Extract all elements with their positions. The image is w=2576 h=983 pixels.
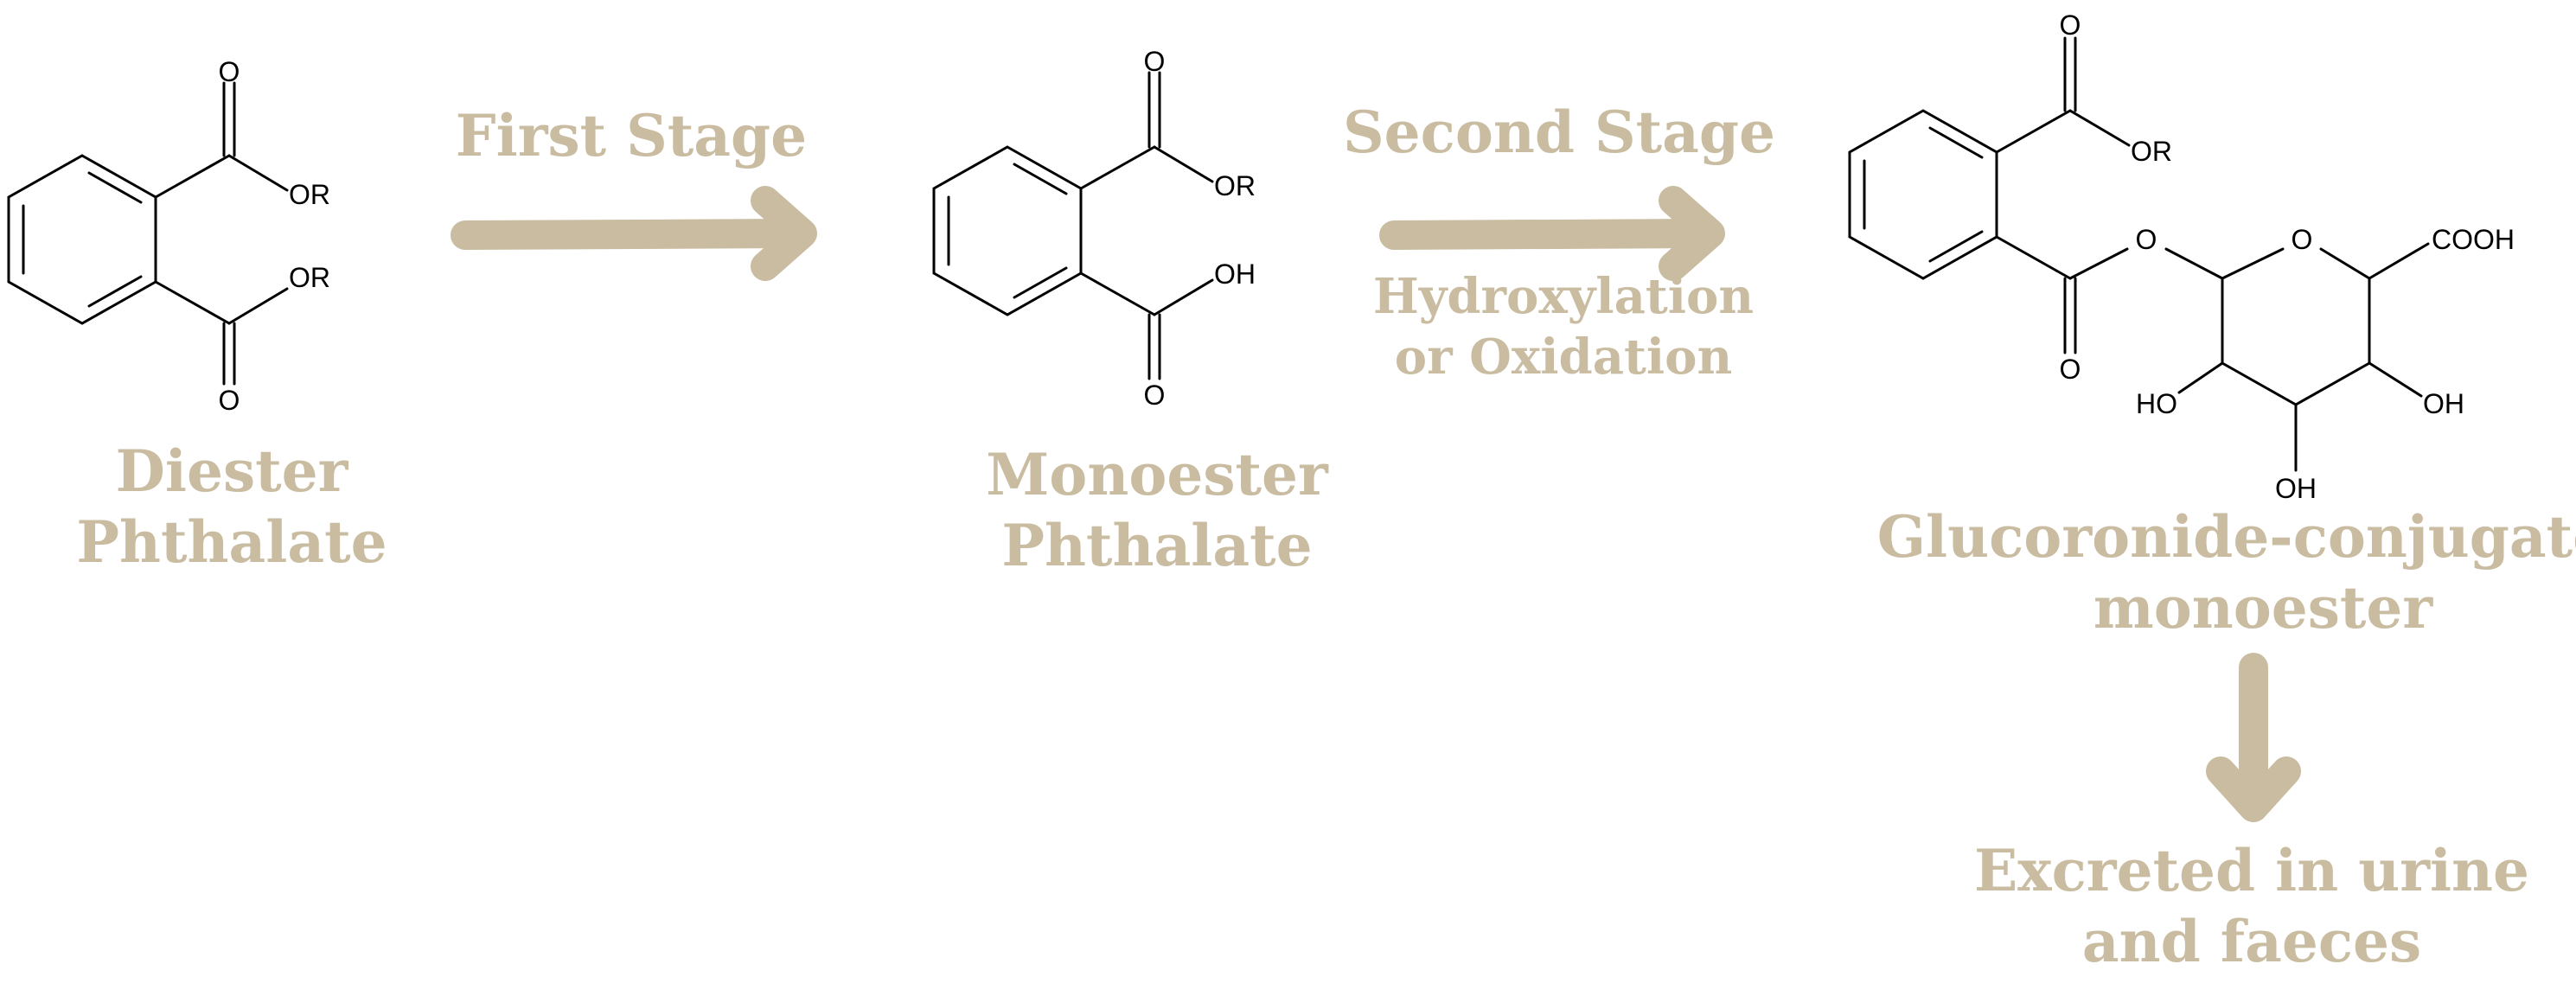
glucuronide-or: OR bbox=[2131, 136, 2172, 167]
monoester-oh: OH bbox=[1214, 259, 1256, 290]
monoester-structure: O OR OH O bbox=[932, 46, 1256, 411]
diester-oxygen-top: O bbox=[219, 56, 240, 87]
second-stage-sub-line1: Hydroxylation bbox=[1373, 268, 1754, 325]
excretion-arrow bbox=[2206, 653, 2301, 822]
glucuronide-ring-oxygen: O bbox=[2292, 224, 2313, 255]
diester-label-line2: Phthalate bbox=[76, 508, 387, 576]
outcome-line1: Excreted in urine bbox=[1974, 837, 2529, 904]
diester-oxygen-bottom: O bbox=[219, 385, 240, 416]
monoester-oxygen-top: O bbox=[1144, 46, 1166, 77]
diester-or-top: OR bbox=[289, 179, 330, 210]
diester-label-line1: Diester bbox=[116, 437, 349, 505]
glucuronide-cooh: COOH bbox=[2432, 224, 2515, 255]
first-stage-title: First Stage bbox=[456, 102, 807, 169]
glucuronide-structure: O OR O O COOH O HO OH OH bbox=[1848, 10, 2515, 504]
glucuronide-oxygen-carbonyl: O bbox=[2060, 354, 2081, 385]
second-stage-arrow bbox=[1379, 186, 1725, 281]
diester-structure: O OR OR O bbox=[7, 56, 330, 416]
glucuronide-oh-bottom: OH bbox=[2275, 473, 2317, 504]
glucuronide-label-line2: monoester bbox=[2093, 574, 2433, 642]
monoester-label-line2: Phthalate bbox=[1001, 512, 1312, 579]
monoester-label-line1: Monoester bbox=[986, 441, 1329, 508]
glucuronide-oh-right: OH bbox=[2423, 388, 2464, 419]
monoester-or: OR bbox=[1214, 170, 1256, 201]
glucuronide-ho-left: HO bbox=[2136, 388, 2177, 419]
second-stage-sub-line2: or Oxidation bbox=[1395, 329, 1732, 386]
glucuronide-label-line1: Glucoronide-conjugated bbox=[1877, 503, 2576, 571]
glucuronide-oxygen-top: O bbox=[2060, 10, 2081, 41]
diester-or-bottom: OR bbox=[289, 262, 330, 293]
second-stage-title: Second Stage bbox=[1343, 99, 1775, 166]
monoester-oxygen-bottom: O bbox=[1144, 380, 1166, 411]
outcome-line2: and faeces bbox=[2082, 908, 2421, 975]
first-stage-arrow bbox=[451, 186, 817, 281]
glucuronide-ester-oxygen: O bbox=[2136, 224, 2157, 255]
